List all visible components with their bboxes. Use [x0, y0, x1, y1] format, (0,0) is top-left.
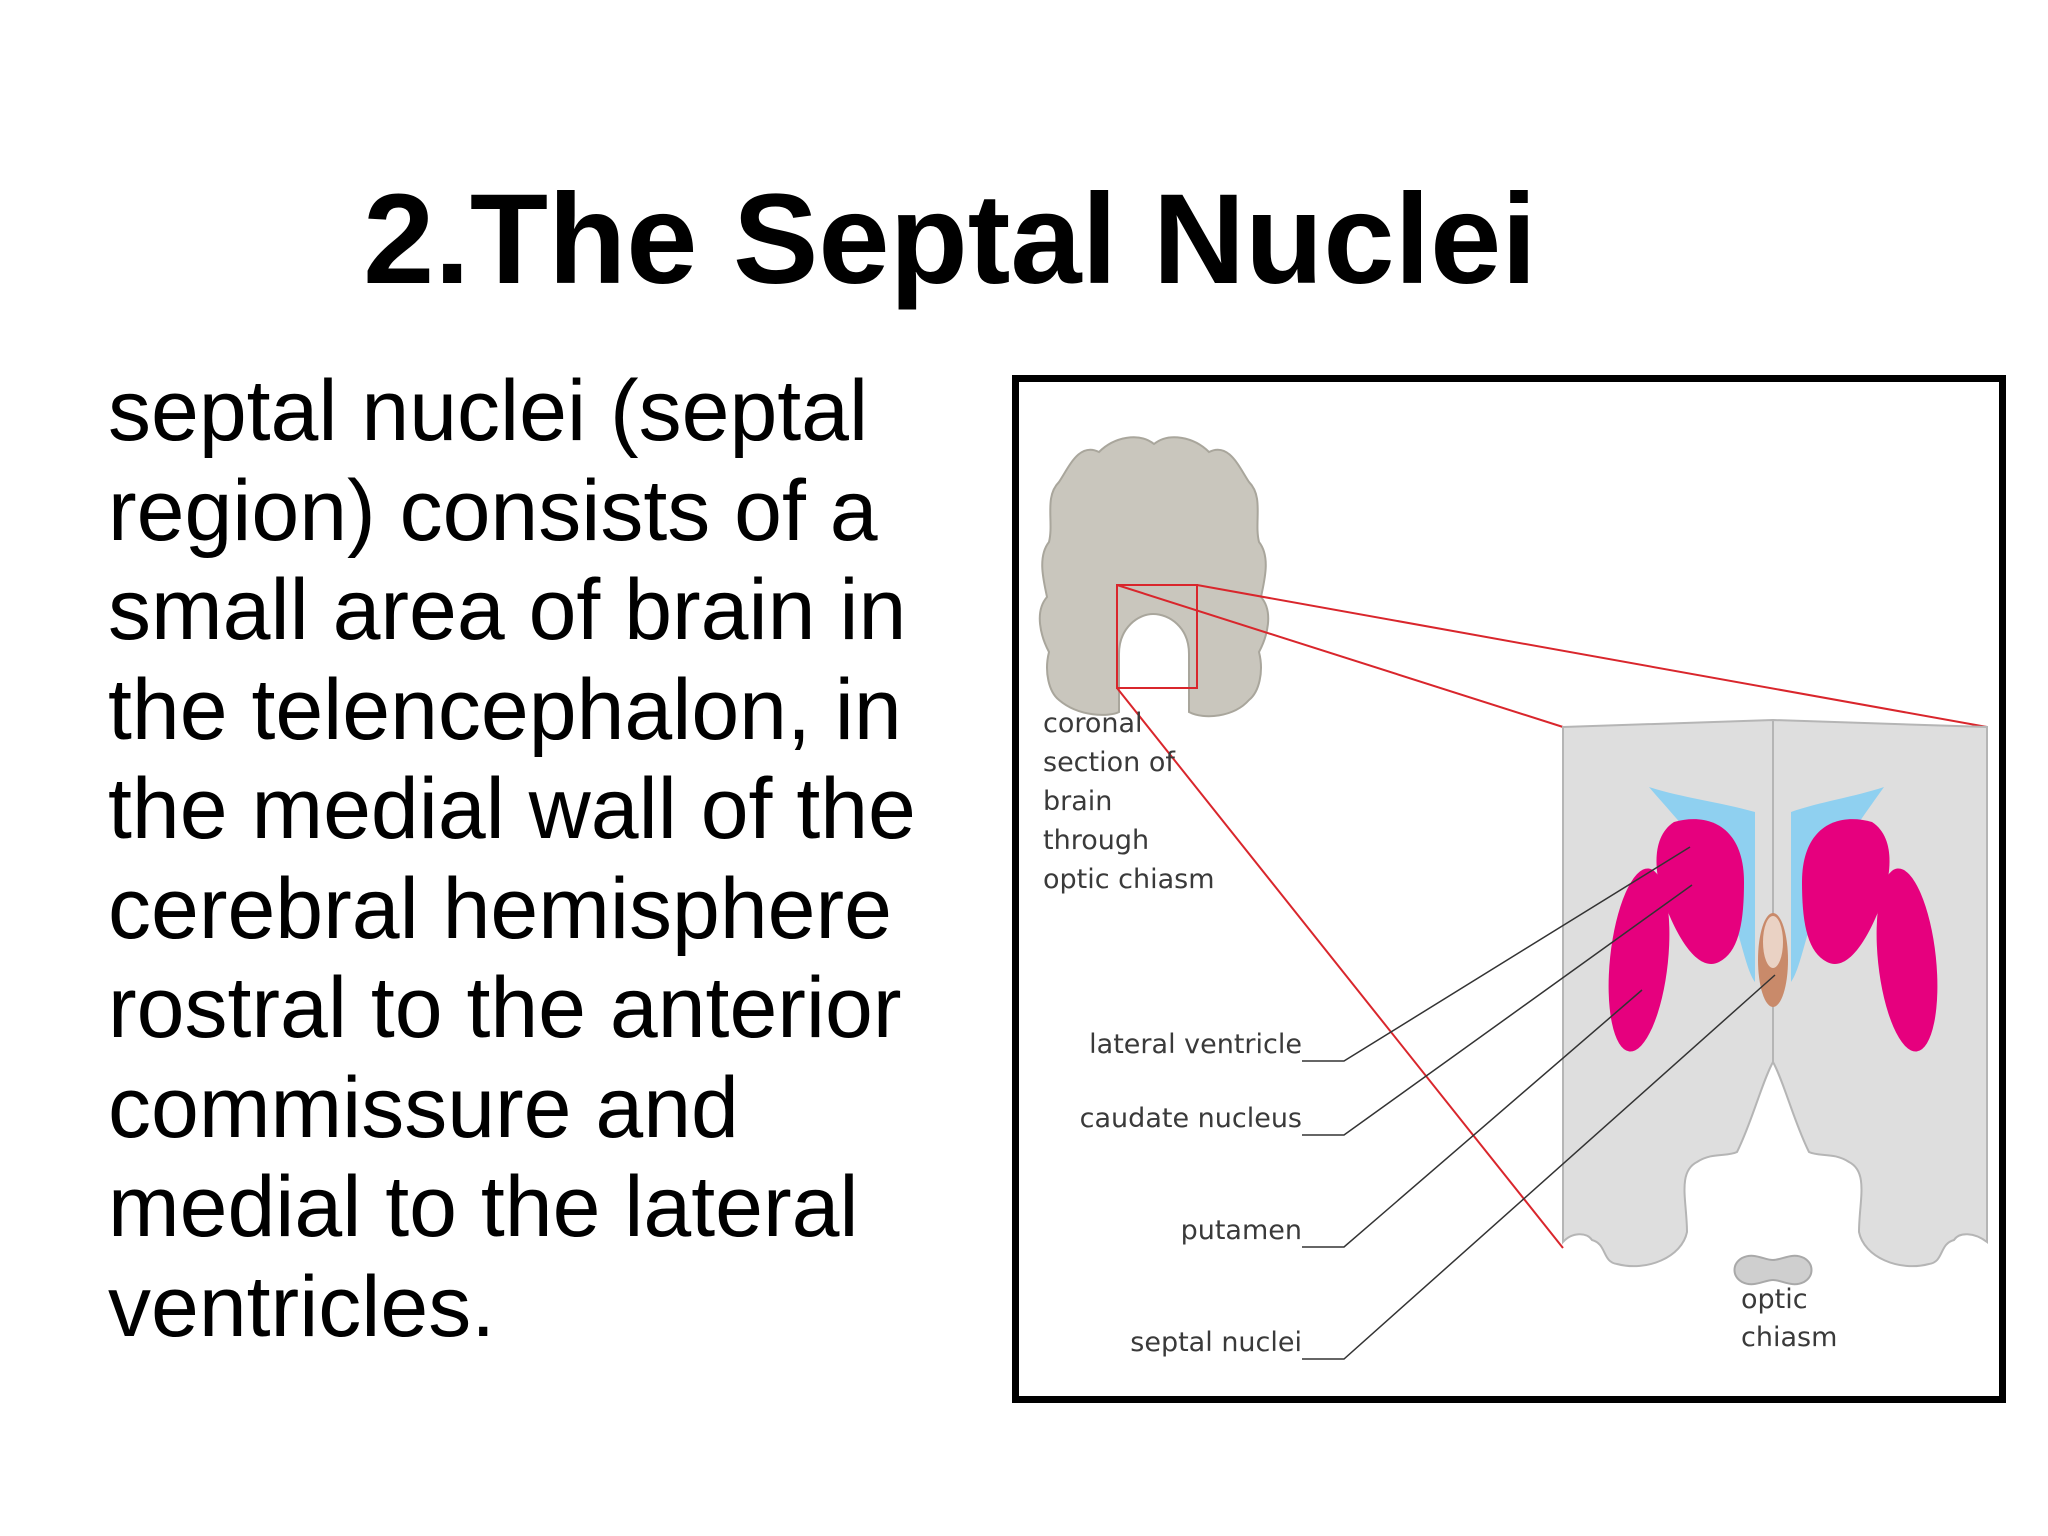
pointer-caudate-nucleus [1302, 884, 1693, 1136]
pointer-lateral-ventricle [1302, 846, 1691, 1062]
figure-frame: coronal section of brain through optic c… [1012, 375, 2006, 1403]
lateral-ventricle-right [1791, 787, 1884, 982]
caudate-nucleus-right [1802, 819, 1890, 964]
septal-nuclei-diagram: coronal section of brain through optic c… [1038, 436, 1988, 1360]
coronal-brain-thumbnail [1038, 436, 1270, 718]
body-line: septal nuclei (septal [108, 363, 869, 459]
septal-nuclei-highlight [1763, 916, 1783, 968]
caudate-nucleus-left [1656, 819, 1744, 964]
body-line: medial to the lateral [108, 1159, 859, 1255]
pointer-septal-nuclei [1302, 974, 1776, 1360]
label-lateral-ventricle: lateral ventricle [1089, 1029, 1302, 1060]
body-line: cerebral hemisphere [108, 860, 892, 957]
body-line: commissure and [108, 1059, 739, 1156]
body-line: the telencephalon, in [108, 661, 902, 758]
body-line: ventricles. [108, 1258, 496, 1355]
body-text: septal nuclei (septal region) consists o… [108, 362, 1008, 1357]
body-line: region) consists of a [108, 462, 878, 559]
coronal-label: coronal section of brain through optic c… [1043, 708, 1215, 895]
putamen-right [1876, 868, 1938, 1052]
projection-line [1196, 584, 1988, 728]
thumbnail-midline-notch [1129, 640, 1177, 712]
label-caudate-nucleus: caudate nucleus [1080, 1103, 1302, 1134]
body-line: rostral to the anterior [108, 960, 902, 1056]
body-line: small area of brain in [108, 562, 907, 658]
slide-title: 2.The Septal Nuclei [363, 168, 1537, 311]
highlight-box [1116, 584, 1198, 689]
label-septal-nuclei: septal nuclei [1130, 1327, 1302, 1358]
body-line: the medial wall of the [108, 761, 916, 857]
projection-line [1116, 584, 1564, 728]
label-optic-chiasm: optic chiasm [1741, 1284, 1837, 1353]
pointer-putamen [1302, 989, 1643, 1248]
projection-line [1116, 687, 1564, 1249]
optic-chiasm-shape [1733, 1254, 1813, 1286]
label-putamen: putamen [1181, 1215, 1302, 1246]
